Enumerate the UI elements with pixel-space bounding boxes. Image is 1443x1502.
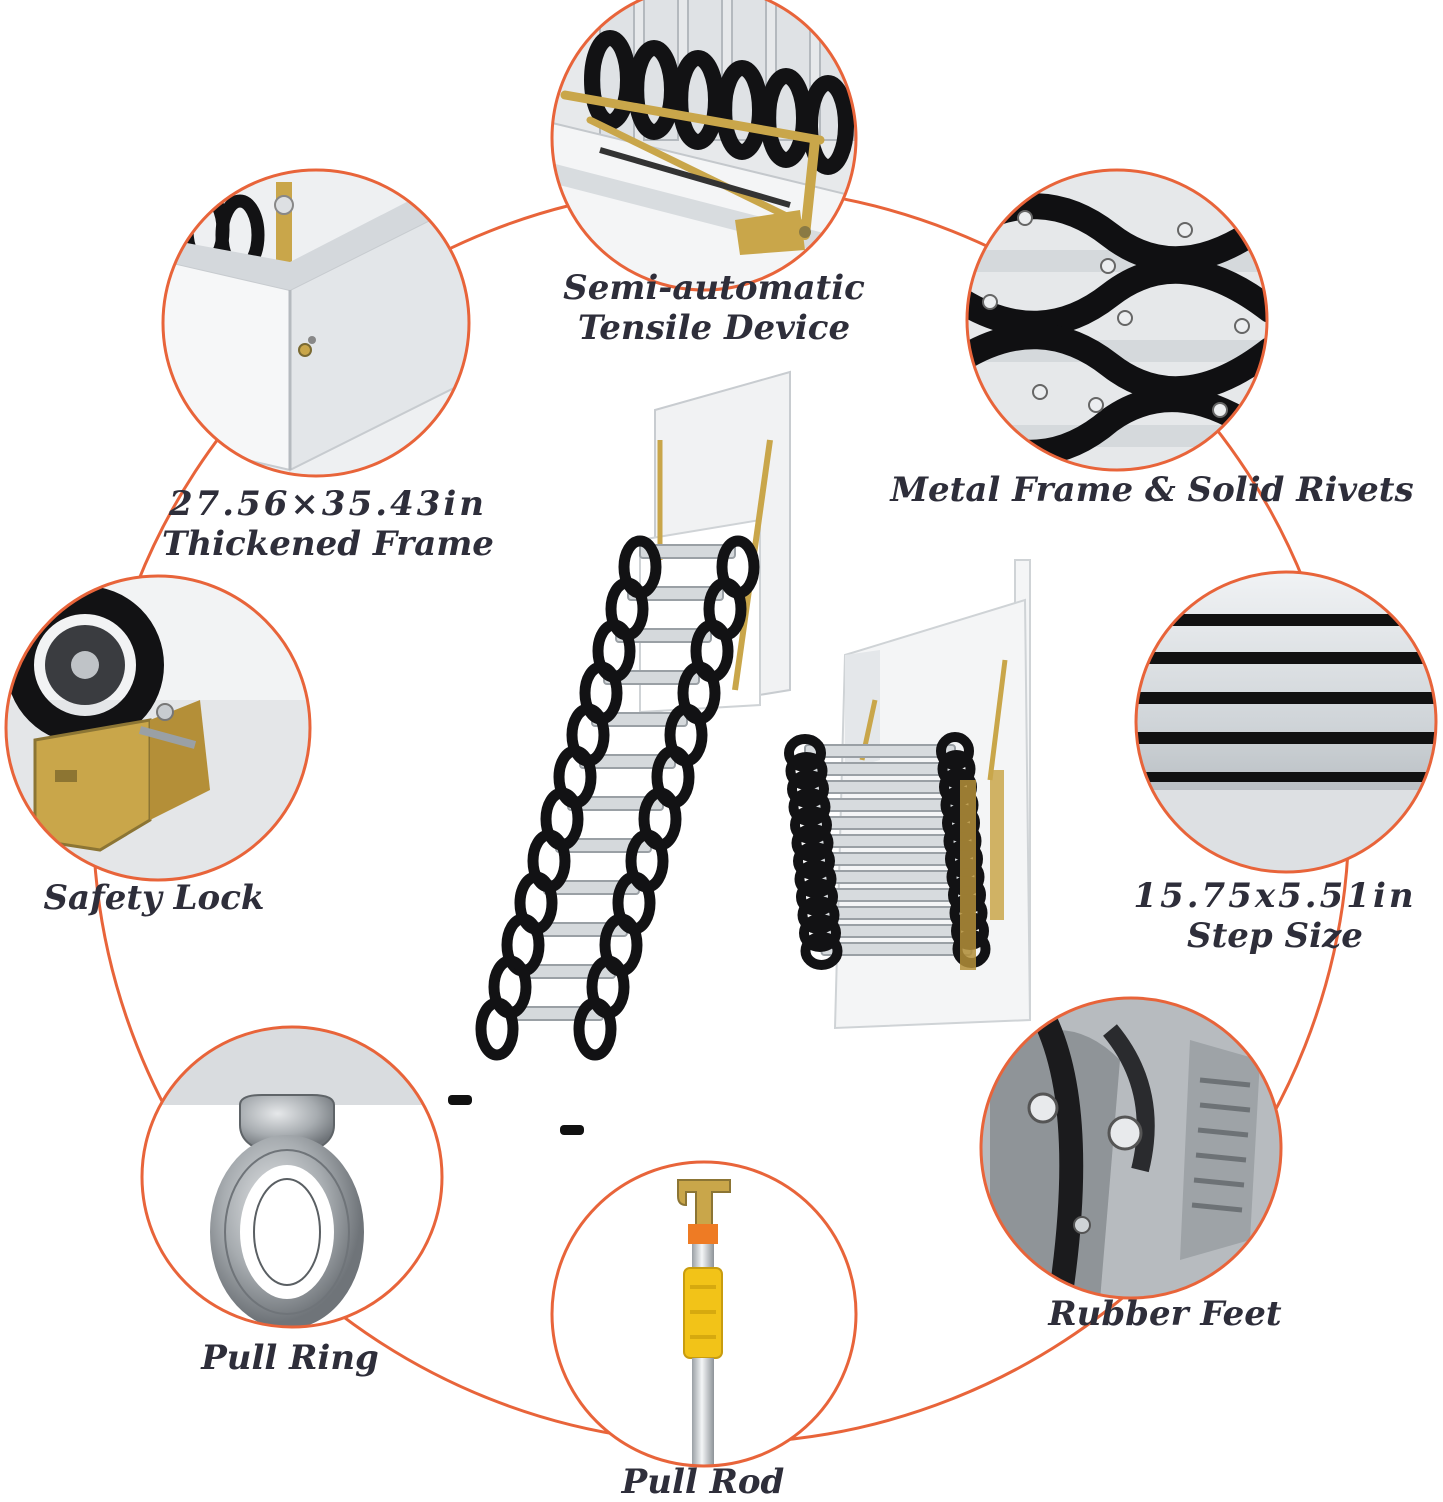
safety-lock-photo bbox=[4, 574, 312, 882]
folded-link-left bbox=[791, 824, 834, 862]
metal-frame-photo bbox=[965, 168, 1269, 472]
folded-link-right bbox=[937, 750, 976, 788]
tensile-spring-icon bbox=[552, 0, 856, 290]
folded-link-left bbox=[784, 734, 826, 772]
ladder-folded-photo bbox=[784, 559, 1032, 1030]
folded-tread bbox=[810, 816, 962, 830]
ladder-extended-photo bbox=[448, 370, 791, 1135]
folded-link-left bbox=[797, 896, 840, 934]
tensile-device-photo bbox=[550, 0, 858, 292]
frame-corner-icon bbox=[163, 170, 469, 476]
folded-tread bbox=[808, 798, 961, 812]
label-pull-rod: Pull Rod bbox=[621, 1462, 785, 1502]
pull-ring-photo bbox=[140, 1025, 444, 1329]
folded-link-left bbox=[790, 806, 832, 844]
ladder-link-right bbox=[573, 997, 617, 1061]
rubber-foot-icon bbox=[981, 998, 1281, 1298]
label-thickened-frame: 27.56×35.43in Thickened Frame bbox=[162, 484, 494, 564]
label-step-size: 15.75x5.51in Step Size bbox=[1133, 876, 1417, 956]
label-rubber-feet: Rubber Feet bbox=[1048, 1294, 1282, 1334]
folded-tread bbox=[820, 942, 973, 956]
thickened-frame-photo bbox=[161, 168, 471, 478]
label-tensile-device: Semi-automatic Tensile Device bbox=[563, 268, 865, 348]
folded-tread bbox=[805, 762, 958, 776]
folded-link-left bbox=[800, 932, 843, 970]
rubber-feet-photo bbox=[979, 996, 1283, 1300]
folded-link-left bbox=[785, 752, 828, 790]
folded-link-left bbox=[787, 770, 829, 808]
folded-link-left bbox=[796, 878, 838, 916]
folded-tread bbox=[817, 906, 970, 920]
step-size-photo bbox=[1134, 570, 1438, 874]
folded-tread bbox=[813, 852, 965, 866]
folded-tread bbox=[804, 744, 956, 758]
pull-rod-photo bbox=[550, 1160, 858, 1468]
ladder-link-left bbox=[475, 997, 519, 1061]
folded-tread bbox=[819, 924, 971, 938]
folded-tread bbox=[816, 888, 968, 902]
folded-tread bbox=[807, 780, 959, 794]
label-safety-lock: Safety Lock bbox=[43, 878, 265, 918]
folded-tread bbox=[811, 834, 964, 848]
folded-tread bbox=[814, 870, 967, 884]
folded-link-left bbox=[793, 842, 835, 880]
ladder-tread bbox=[639, 544, 736, 559]
tread-icon bbox=[1136, 572, 1436, 872]
folded-link-left bbox=[799, 914, 841, 952]
scissor-rivet-icon bbox=[967, 170, 1267, 470]
label-metal-frame: Metal Frame & Solid Rivets bbox=[890, 470, 1414, 510]
lock-bracket-icon bbox=[6, 576, 310, 880]
label-pull-ring: Pull Ring bbox=[201, 1338, 379, 1378]
pull-rod-icon bbox=[552, 1162, 856, 1466]
folded-link-left bbox=[794, 860, 837, 898]
folded-link-left bbox=[788, 788, 831, 826]
folded-link-right bbox=[936, 732, 974, 770]
